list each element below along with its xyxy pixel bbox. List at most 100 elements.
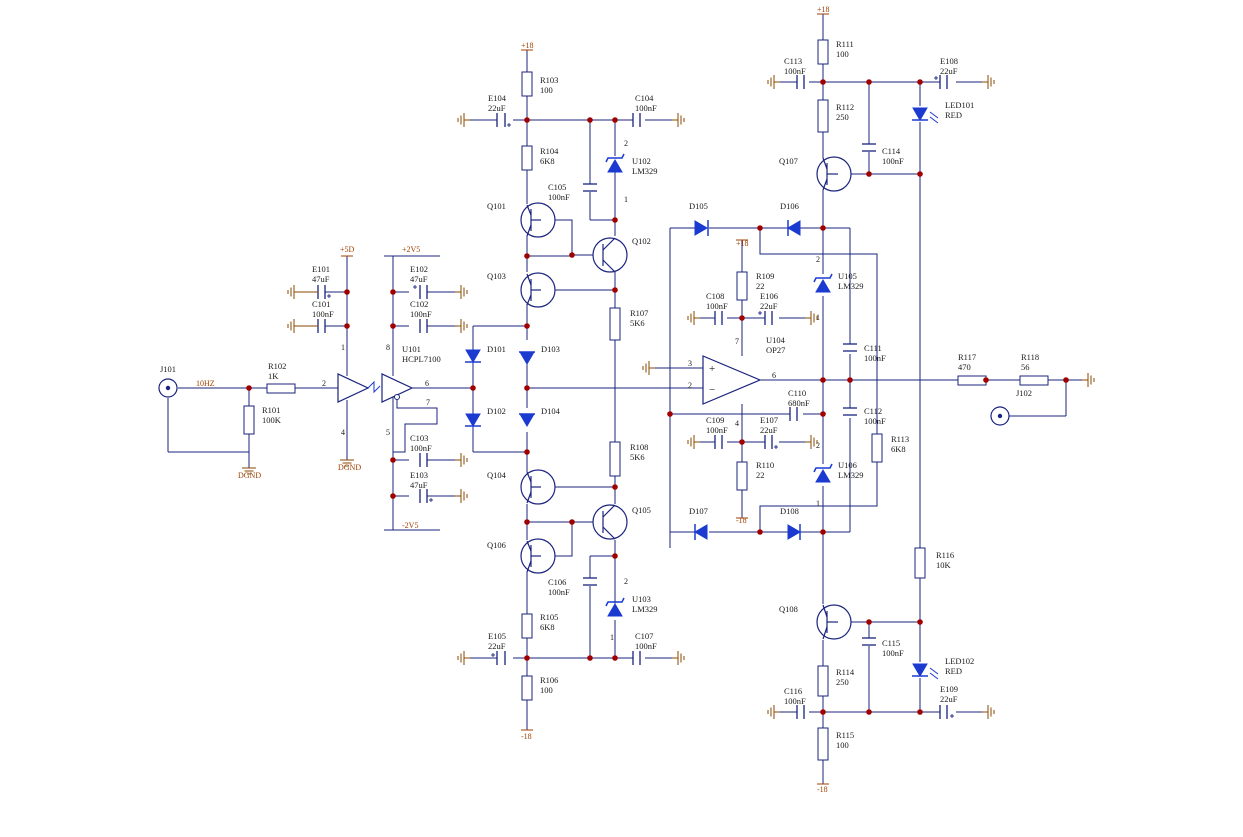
u101-val: HCPL7100	[402, 354, 441, 364]
u104-pin2: 2	[688, 381, 692, 390]
c108-val: 100nF	[706, 301, 728, 311]
polarity-marks	[327, 76, 954, 718]
u104-pin4: 4	[735, 419, 739, 428]
c111-val: 100nF	[864, 353, 886, 363]
r114-val: 250	[836, 677, 849, 687]
r110-val: 22	[756, 470, 765, 480]
d102-ref: D102	[487, 406, 506, 416]
dgnd2-label: DGND	[338, 463, 361, 472]
resistor-bodies	[243, 39, 1049, 761]
c108-ref: C108	[706, 291, 724, 301]
q104-ref: Q104	[487, 470, 507, 480]
d107-ref: D107	[689, 506, 708, 516]
e103-val: 47uF	[410, 480, 428, 490]
e102-val: 47uF	[410, 274, 428, 284]
u102-val: LM329	[632, 166, 658, 176]
c105-ref: C105	[548, 182, 566, 192]
r117-val: 470	[958, 362, 971, 372]
c112-val: 100nF	[864, 416, 886, 426]
u104-opamp	[702, 355, 762, 405]
r113-ref: R113	[891, 434, 909, 444]
led101-ref: LED101	[945, 100, 974, 110]
u105-pin1: 1	[816, 313, 820, 322]
r103-val: 100	[540, 85, 553, 95]
c112-ref: C112	[864, 406, 882, 416]
minus18-a-label: -18	[521, 732, 532, 741]
u106-val: LM329	[838, 470, 864, 480]
c116-val: 100nF	[784, 696, 806, 706]
r105-ref: R105	[540, 612, 558, 622]
e102-ref: E102	[410, 264, 428, 274]
r112-ref: R112	[836, 102, 854, 112]
e109-ref: E109	[940, 684, 958, 694]
u101-pin1: 1	[341, 343, 345, 352]
u101-pin2: 2	[322, 379, 326, 388]
u104-pin6: 6	[772, 371, 776, 380]
transistors	[520, 156, 852, 640]
c109-val: 100nF	[706, 425, 728, 435]
j101-connector	[158, 378, 178, 398]
u101-pin6: 6	[425, 379, 429, 388]
r114-ref: R114	[836, 667, 855, 677]
u101-pin8: 8	[386, 343, 390, 352]
d101-ref: D101	[487, 344, 506, 354]
r106-ref: R106	[540, 675, 558, 685]
c114-val: 100nF	[882, 156, 904, 166]
r116-ref: R116	[936, 550, 954, 560]
r111-val: 100	[836, 49, 849, 59]
minus2v5-label: -2V5	[402, 521, 418, 530]
q107-ref: Q107	[779, 156, 798, 166]
diodes	[465, 220, 801, 540]
r101-val: 100K	[262, 415, 282, 425]
c113-val: 100nF	[784, 66, 806, 76]
d105-ref: D105	[689, 201, 708, 211]
q101-ref: Q101	[487, 201, 506, 211]
plus5d-label: +5D	[340, 245, 355, 254]
u104-plus-mark: +	[709, 363, 715, 375]
r112-val: 250	[836, 112, 849, 122]
e107-ref: E107	[760, 415, 778, 425]
u101-pin5: 5	[386, 428, 390, 437]
e108-val: 22uF	[940, 66, 958, 76]
r102-val: 1K	[268, 371, 279, 381]
led102-ref: LED102	[945, 656, 974, 666]
r105-val: 6K8	[540, 622, 555, 632]
q105-ref: Q105	[632, 505, 651, 515]
e107-val: 22uF	[760, 425, 778, 435]
e104-val: 22uF	[488, 103, 506, 113]
u104-val: OP27	[766, 345, 785, 355]
c102-ref: C102	[410, 299, 428, 309]
e101-val: 47uF	[312, 274, 330, 284]
c114-ref: C114	[882, 146, 901, 156]
u104-ref: U104	[766, 335, 786, 345]
c115-val: 100nF	[882, 648, 904, 658]
r116-val: 10K	[936, 560, 952, 570]
e104-ref: E104	[488, 93, 507, 103]
r109-ref: R109	[756, 271, 774, 281]
u103-val: LM329	[632, 604, 658, 614]
c110-val: 680nF	[788, 398, 810, 408]
c110-ref: C110	[788, 388, 806, 398]
plus2v5-label: +2V5	[402, 245, 420, 254]
c106-val: 100nF	[548, 587, 570, 597]
c102-val: 100nF	[410, 309, 432, 319]
r117-ref: R117	[958, 352, 976, 362]
c106-ref: C106	[548, 577, 566, 587]
r115-val: 100	[836, 740, 849, 750]
c101-ref: C101	[312, 299, 330, 309]
minus18-c-label: -18	[817, 785, 828, 794]
dgnd-label: DGND	[238, 471, 261, 480]
c107-ref: C107	[635, 631, 653, 641]
led101-val: RED	[945, 110, 962, 120]
c115-ref: C115	[882, 638, 900, 648]
d106-ref: D106	[780, 201, 799, 211]
plus18-a-label: +18	[521, 41, 534, 50]
component-labels: J101 J102 10HZ +5D +2V5 -2V5 DGND DGND +…	[160, 5, 1039, 794]
e106-ref: E106	[760, 291, 778, 301]
q108-ref: Q108	[779, 604, 798, 614]
u105-ref: U105	[838, 271, 857, 281]
leds	[912, 107, 939, 680]
c116-ref: C116	[784, 686, 802, 696]
u104-pin3: 3	[688, 359, 692, 368]
q102-ref: Q102	[632, 236, 651, 246]
